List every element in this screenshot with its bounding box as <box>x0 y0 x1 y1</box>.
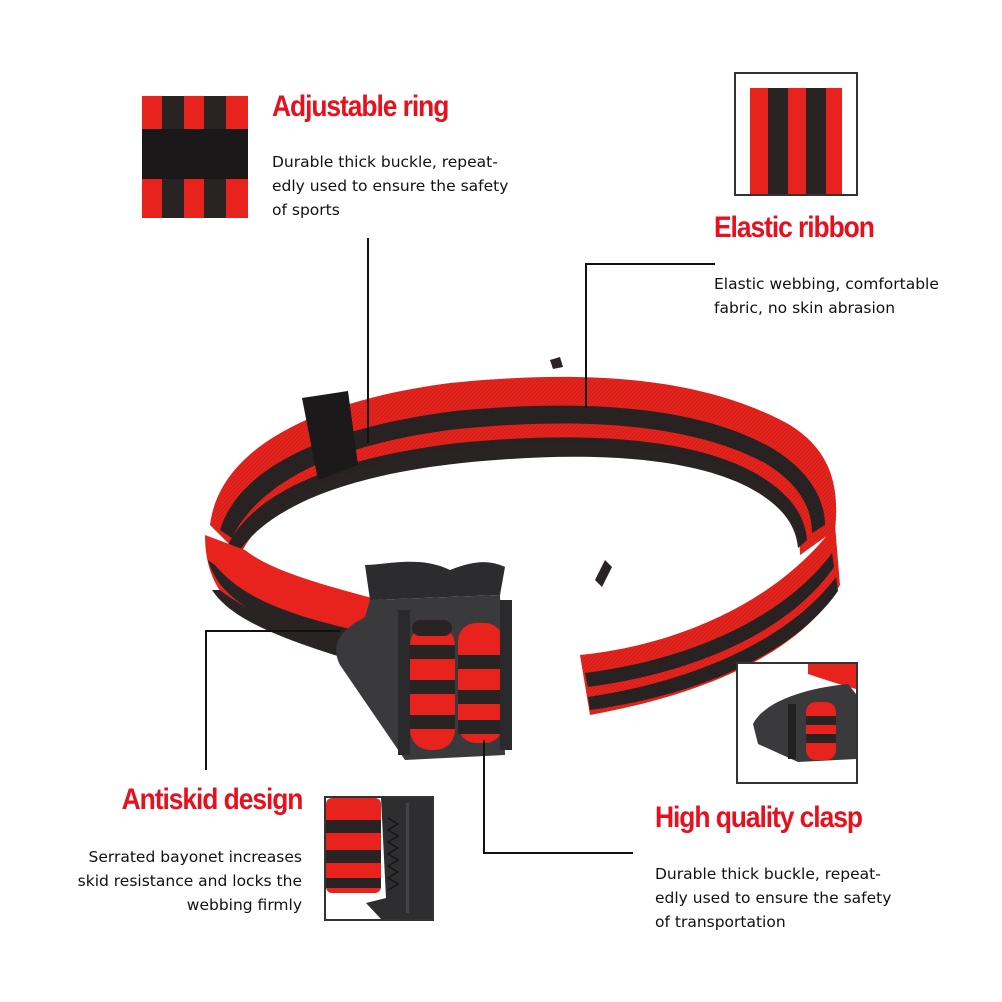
ribbon-closeup-illustration <box>750 88 842 194</box>
antiskid-inset-image <box>324 796 434 921</box>
leader-line-adjustable-ring <box>367 238 369 443</box>
feature-title-elastic-ribbon: Elastic ribbon <box>714 211 875 244</box>
belt-back-band <box>210 376 837 555</box>
leader-line-clasp-v <box>483 740 485 854</box>
feature-title-adjustable-ring: Adjustable ring <box>272 90 449 123</box>
adjustable-ring-inset-image <box>142 96 248 218</box>
feature-desc-antiskid-design: Serrated bayonet increases skid resistan… <box>77 848 302 914</box>
feature-desc-adjustable-ring: Durable thick buckle, repeat- edly used … <box>272 153 509 219</box>
feature-desc-elastic-ribbon: Elastic webbing, comfortable fabric, no … <box>714 275 939 317</box>
adjustable-ring-loop <box>302 391 358 480</box>
clasp-closeup-illustration <box>738 664 856 782</box>
belt-front-band <box>205 357 840 715</box>
belt-product-image <box>200 355 850 775</box>
leader-line-antiskid-v <box>205 630 207 770</box>
buckle-clasp <box>336 561 512 760</box>
feature-desc-high-quality-clasp: Durable thick buckle, repeat- edly used … <box>655 865 892 931</box>
ring-closeup-illustration <box>142 96 248 218</box>
leader-line-antiskid-h <box>205 630 340 632</box>
leader-line-elastic-ribbon-v <box>585 263 587 408</box>
leader-line-clasp-h <box>483 852 633 854</box>
feature-title-antiskid-design: Antiskid design <box>121 783 303 816</box>
elastic-ribbon-inset-image <box>734 72 858 196</box>
feature-title-high-quality-clasp: High quality clasp <box>655 801 863 834</box>
leader-line-elastic-ribbon-h <box>585 263 715 265</box>
clasp-inset-image <box>736 662 858 784</box>
belt-illustration <box>205 357 840 760</box>
serrated-bayonet-illustration <box>326 798 432 919</box>
